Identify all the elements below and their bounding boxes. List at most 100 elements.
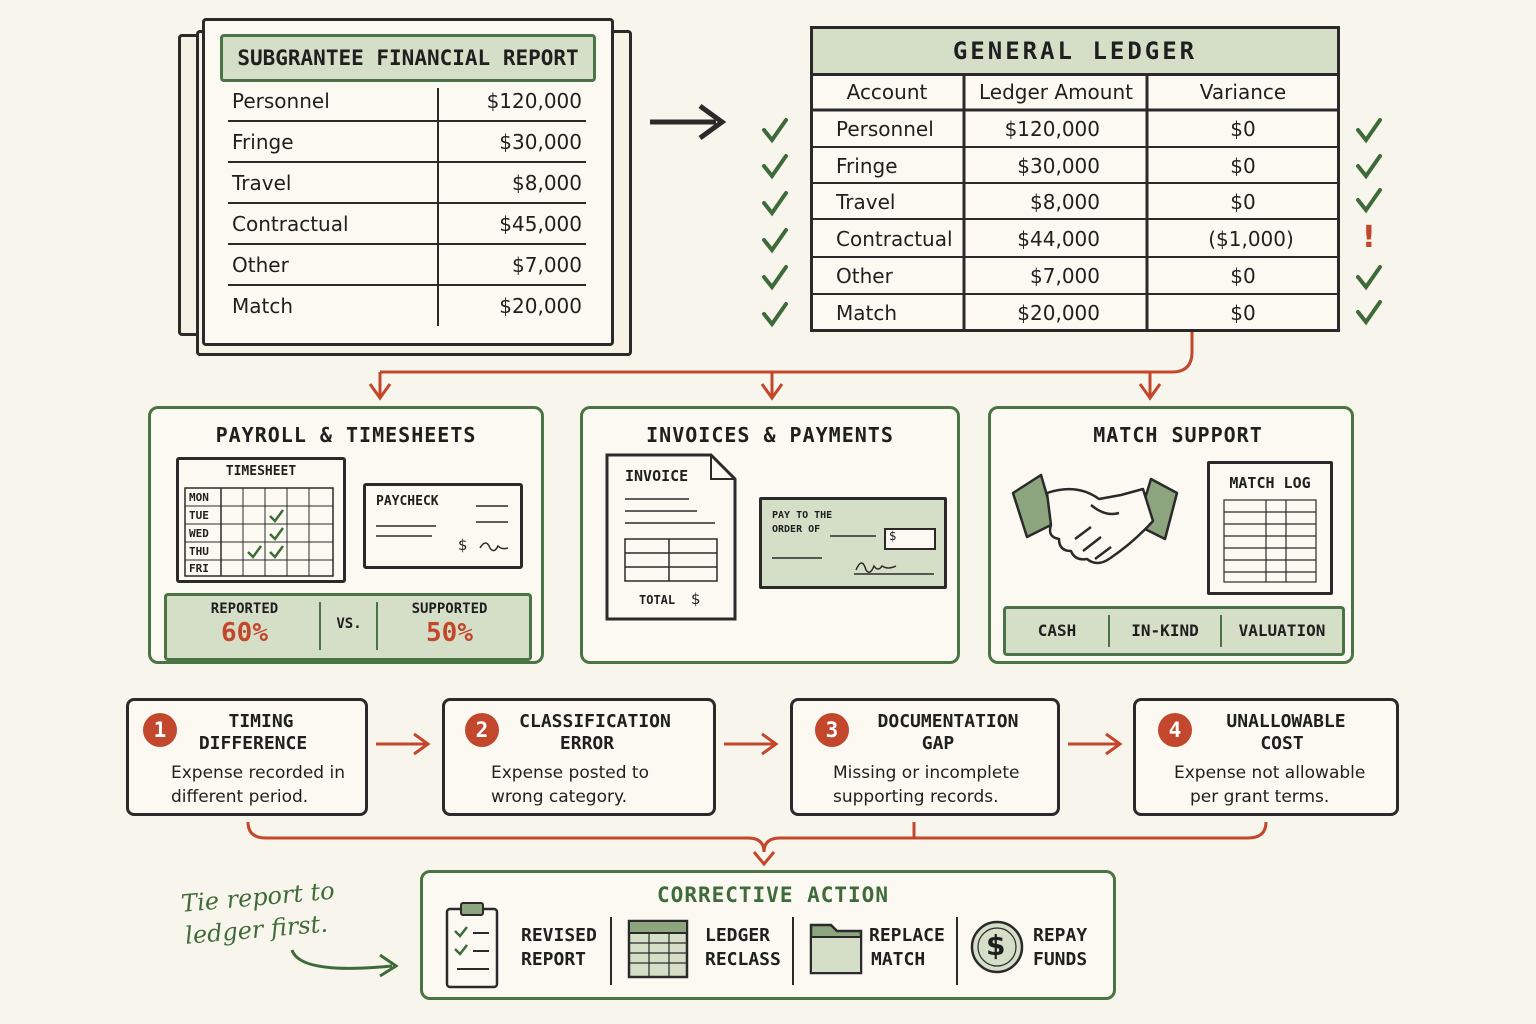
comparison-divider: [319, 602, 321, 650]
variance-branch-arrows: [368, 262, 1194, 401]
report-row-label: Travel: [232, 171, 292, 195]
report-row-label: Contractual: [232, 212, 349, 236]
ledger-frame: [810, 26, 1340, 332]
check-icon: [247, 545, 263, 559]
match-types-bar: CASH IN-KIND VALUATION: [1003, 606, 1345, 656]
supported-value: 50%: [426, 618, 473, 648]
check-dollar: $: [889, 529, 897, 543]
cause-number-badge: 2: [465, 713, 499, 747]
timesheet-icon: TIMESHEET MON TUE WED THU FRI: [176, 457, 346, 583]
payroll-title: PAYROLL & TIMESHEETS: [215, 423, 477, 447]
cause-title: DIFFERENCE: [198, 733, 308, 754]
cause-number-badge: 3: [815, 713, 849, 747]
coin-dollar: $: [986, 929, 1006, 962]
invoice-label: INVOICE: [625, 467, 689, 485]
causes-to-corrective-bracket: [246, 821, 1268, 867]
folder-icon: [809, 923, 863, 975]
timesheet-day: TUE: [189, 509, 209, 522]
ledger-row-account: Travel: [836, 190, 896, 214]
cause-description: Missing or incomplete: [833, 763, 1020, 783]
check-icon: [269, 545, 285, 559]
note-arrow: [290, 949, 393, 970]
ledger-row-variance: $0: [1230, 190, 1256, 214]
invoice-total-label: TOTAL: [639, 593, 676, 607]
report-row-label: Other: [232, 253, 289, 277]
supported-label: SUPPORTED: [411, 601, 488, 617]
action-label: MATCH: [871, 949, 926, 970]
check-payment-icon: PAY TO THE ORDER OF $: [759, 497, 947, 589]
cause-number-badge: 4: [1158, 713, 1192, 747]
paycheck-icon: PAYCHECK $: [363, 483, 523, 569]
cause-flow-arrows: [376, 732, 1123, 756]
ledger-row-variance: $0: [1230, 301, 1256, 325]
action-label: RECLASS: [705, 949, 781, 970]
paycheck-label: PAYCHECK: [376, 494, 439, 509]
note-arrowhead: [379, 953, 399, 978]
check-icon: [1356, 300, 1382, 326]
ledger-header-account: Account: [846, 80, 928, 104]
comparison-divider: [376, 602, 378, 650]
check-amount-box: [884, 528, 936, 550]
clipboard-icon: [445, 902, 499, 989]
cause-documentation-gap: 3 DOCUMENTATION GAP Missing or incomplet…: [790, 698, 1060, 816]
cause-description: supporting records.: [833, 787, 999, 807]
check-lines: [772, 535, 934, 575]
action-label: REPLACE: [869, 925, 945, 946]
corrective-icons: [445, 902, 1024, 989]
timesheet-day: MON: [189, 491, 209, 504]
cause-title: DOCUMENTATION: [877, 711, 1019, 732]
check-icon: [269, 509, 285, 523]
cause-title: COST: [1260, 733, 1304, 754]
timesheet-day: FRI: [189, 562, 209, 575]
ledger-row-account: Fringe: [836, 154, 898, 178]
invoices-panel: INVOICES & PAYMENTS INVOICE TOTAL $ PAY …: [580, 406, 960, 664]
check-icon: [1356, 265, 1382, 291]
check-icon: [762, 118, 788, 144]
report-row-amount: $7,000: [512, 253, 582, 277]
invoice-total-dollar: $: [691, 590, 701, 608]
check-pay-to-line2: ORDER OF: [772, 524, 821, 535]
report-row-label: Fringe: [232, 130, 294, 154]
paycheck-dollar: $: [458, 536, 468, 554]
timesheet-day: THU: [189, 545, 209, 558]
action-label: REVISED: [521, 925, 597, 946]
report-title: SUBGRANTEE FINANCIAL REPORT: [220, 34, 596, 82]
ledger-header-variance: Variance: [1199, 80, 1287, 104]
match-type-in-kind: IN-KIND: [1131, 621, 1199, 640]
check-icon: [762, 302, 788, 328]
match-type-valuation: VALUATION: [1238, 621, 1326, 640]
corrective-action-panel: CORRECTIVE ACTION: [420, 870, 1116, 1000]
cause-timing-difference: 1 TIMING DIFFERENCE Expense recorded in …: [126, 698, 368, 816]
report-to-ledger-arrow: [650, 103, 727, 141]
ledger-row-amount: $44,000: [1017, 227, 1100, 251]
action-label: REPORT: [521, 949, 587, 970]
cause-description: Expense not allowable: [1174, 763, 1366, 783]
ledger-row-account: Contractual: [836, 227, 953, 251]
coin-icon: [970, 920, 1024, 974]
report-row-amount: $20,000: [499, 294, 582, 318]
check-icon: [762, 191, 788, 217]
ledger-row-amount: $30,000: [1017, 154, 1100, 178]
ledger-row-account: Match: [836, 301, 898, 325]
action-label: LEDGER: [705, 925, 771, 946]
cause-description: wrong category.: [491, 787, 627, 807]
invoice-paper: [605, 453, 737, 621]
match-log-label: MATCH LOG: [1229, 474, 1311, 492]
match-panel: MATCH SUPPORT MATCH LOG CASH IN-KIND VAL…: [988, 406, 1354, 664]
handshake-icon: [1011, 473, 1179, 565]
action-label: FUNDS: [1033, 949, 1088, 970]
ledger-row-amount: $120,000: [1004, 117, 1100, 141]
cause-classification-error: 2 CLASSIFICATION ERROR Expense posted to…: [442, 698, 716, 816]
ledger-row-amount: $20,000: [1017, 301, 1100, 325]
cause-title: TIMING: [228, 711, 294, 732]
match-type-cash: CASH: [1037, 621, 1077, 640]
ledger-row-variance: $0: [1230, 154, 1256, 178]
action-label: REPAY: [1033, 925, 1088, 946]
report-row-amount: $30,000: [499, 130, 582, 154]
report-row-label: Personnel: [232, 89, 330, 113]
invoices-title: INVOICES & PAYMENTS: [646, 423, 894, 447]
payroll-panel: PAYROLL & TIMESHEETS TIMESHEET MON TUE W…: [148, 406, 544, 664]
